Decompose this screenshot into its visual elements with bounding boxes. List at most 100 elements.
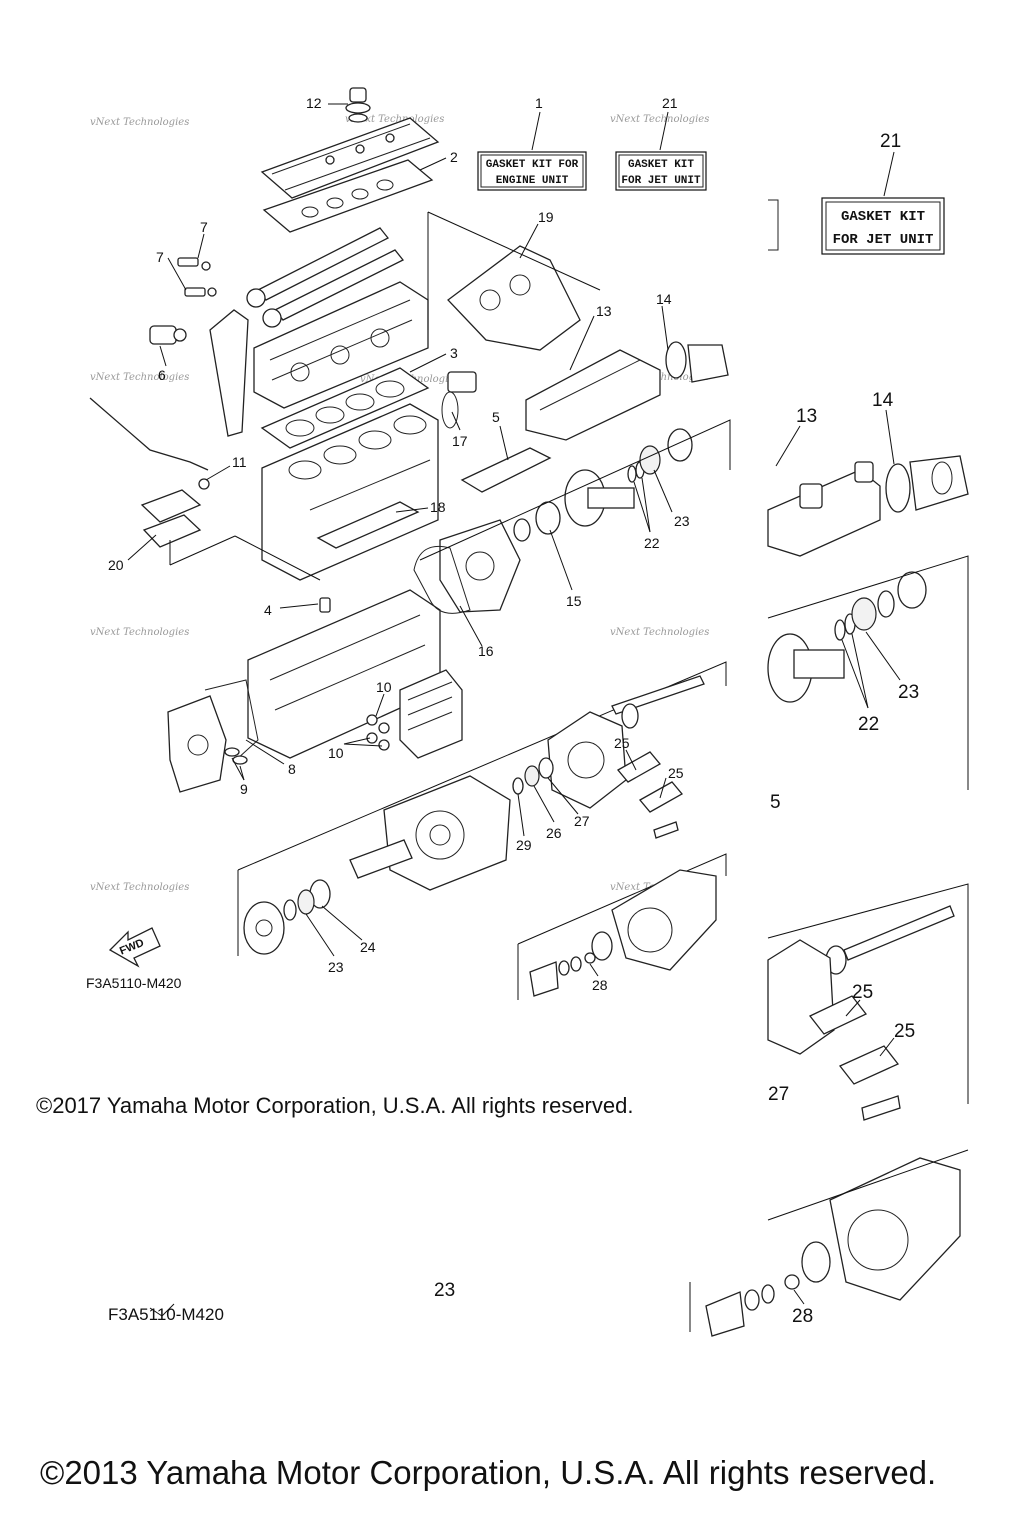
oil-seal [297,889,315,915]
jet-pump-housing [611,869,717,971]
bearing-enlarged [897,571,927,609]
watermark: vNext Technologies [610,627,709,638]
svg-text:FOR JET UNIT: FOR JET UNIT [833,232,934,248]
callout-27: 27 [574,813,590,829]
diagram-code: F3A5110-M420 [86,975,182,991]
svg-text:ENGINE UNIT: ENGINE UNIT [496,175,569,187]
cover-plate [460,447,552,493]
circlip [283,899,297,921]
callout-14: 14 [872,390,894,411]
dowel-pin [319,597,331,613]
callout-19: 19 [538,209,554,225]
o-ring-enlarged [784,1274,800,1290]
callout-25: 25 [852,982,873,1003]
head-cover-gasket [262,159,434,233]
svg-text:GASKET KIT FOR: GASKET KIT FOR [486,159,579,171]
impeller-housing-ring-enlarged [801,1241,831,1283]
callout-5: 5 [492,409,500,425]
oil-seal [639,445,661,475]
callout-9: 9 [240,781,248,797]
watermark: vNext Technologies [90,117,189,128]
callout-23: 23 [898,682,919,703]
gaskets [617,751,683,813]
callout-25: 25 [894,1021,915,1042]
o-ring [584,952,596,964]
bearing [538,757,554,779]
cylinder-block [261,403,439,581]
callout-16: 16 [478,643,494,659]
cylinder-head [253,281,429,409]
gaskets-enlarged [808,995,900,1085]
watermark: vNext Technologies [345,114,444,125]
seals [224,747,248,765]
region-line [689,1149,969,1332]
region-line [419,419,731,561]
circlip-enlarged [877,590,895,618]
watermark: vNext Technologies [90,627,189,638]
exhaust-gasket-enlarged [885,455,969,513]
callout-6: 6 [158,367,166,383]
oil-cooler [399,669,463,759]
fwd-arrow-fragment [149,1303,175,1317]
o-ring [512,777,524,795]
callout-4: 4 [264,602,272,618]
callout-13: 13 [596,303,612,319]
callout-20: 20 [108,557,124,573]
svg-text:GASKET KIT: GASKET KIT [841,209,925,225]
callout-23: 23 [328,959,344,975]
callout-7: 7 [200,219,208,235]
region-line [767,883,969,1104]
gasket-kit-jet-label-large: GASKET KIT FOR JET UNIT [821,197,945,255]
exhaust-gasket [665,341,729,383]
callout-14: 14 [656,291,672,307]
callout-25: 25 [668,765,684,781]
callout-3: 3 [450,345,458,361]
cover-plate [140,489,202,548]
intermediate-housing [547,711,627,809]
callout-29: 29 [516,837,532,853]
region-line [237,661,727,871]
impeller-housing-ring [591,931,613,961]
svg-text:GASKET KIT: GASKET KIT [628,159,694,171]
region-line [767,555,969,790]
region-line [169,535,321,581]
callout-12: 12 [306,95,322,111]
region-line [427,211,601,330]
gasket-kit-engine-label: GASKET KIT FOR ENGINE UNIT [477,151,587,191]
callout-21: 21 [880,131,901,152]
oil-dipstick [89,397,209,471]
diagram-code: F3A5110-M420 [108,1305,224,1324]
callout-22: 22 [644,535,660,551]
drive-coupling [513,469,635,542]
watermark: vNext Technologies [90,882,189,893]
timing-chain [209,309,249,437]
svg-text:FOR JET UNIT: FOR JET UNIT [621,175,701,187]
thermostat-cover [441,371,477,429]
cylinder-head-cover [260,117,440,199]
oil-seal [524,765,540,787]
bolt-enlarged [861,1095,901,1121]
exhaust-manifold [525,349,661,441]
callout-28: 28 [792,1306,813,1327]
callout-25: 25 [614,735,630,751]
watermark: vNext Technologies [610,114,709,125]
o-rings [366,714,390,751]
bolt [653,821,679,839]
callout-10: 10 [376,679,392,695]
callout-1: 1 [535,95,543,111]
copyright-2013: ©2013 Yamaha Motor Corporation, U.S.A. A… [40,1454,936,1491]
callout-5: 5 [770,792,781,813]
frame-corner [768,199,779,251]
jet-pump-housing-enlarged [829,1157,961,1301]
drive-shaft-enlarged [825,905,955,975]
crankcase-gasket [316,501,420,549]
side-cover [167,679,259,793]
gasket-kit-jet-label: GASKET KIT FOR JET UNIT [615,151,707,191]
cam-chain-tensioner [149,325,187,345]
callout-22: 22 [858,714,879,735]
shaft-sleeve [349,839,413,879]
callout-13: 13 [796,406,817,427]
bearing [667,428,693,462]
callout-21: 21 [662,95,678,111]
